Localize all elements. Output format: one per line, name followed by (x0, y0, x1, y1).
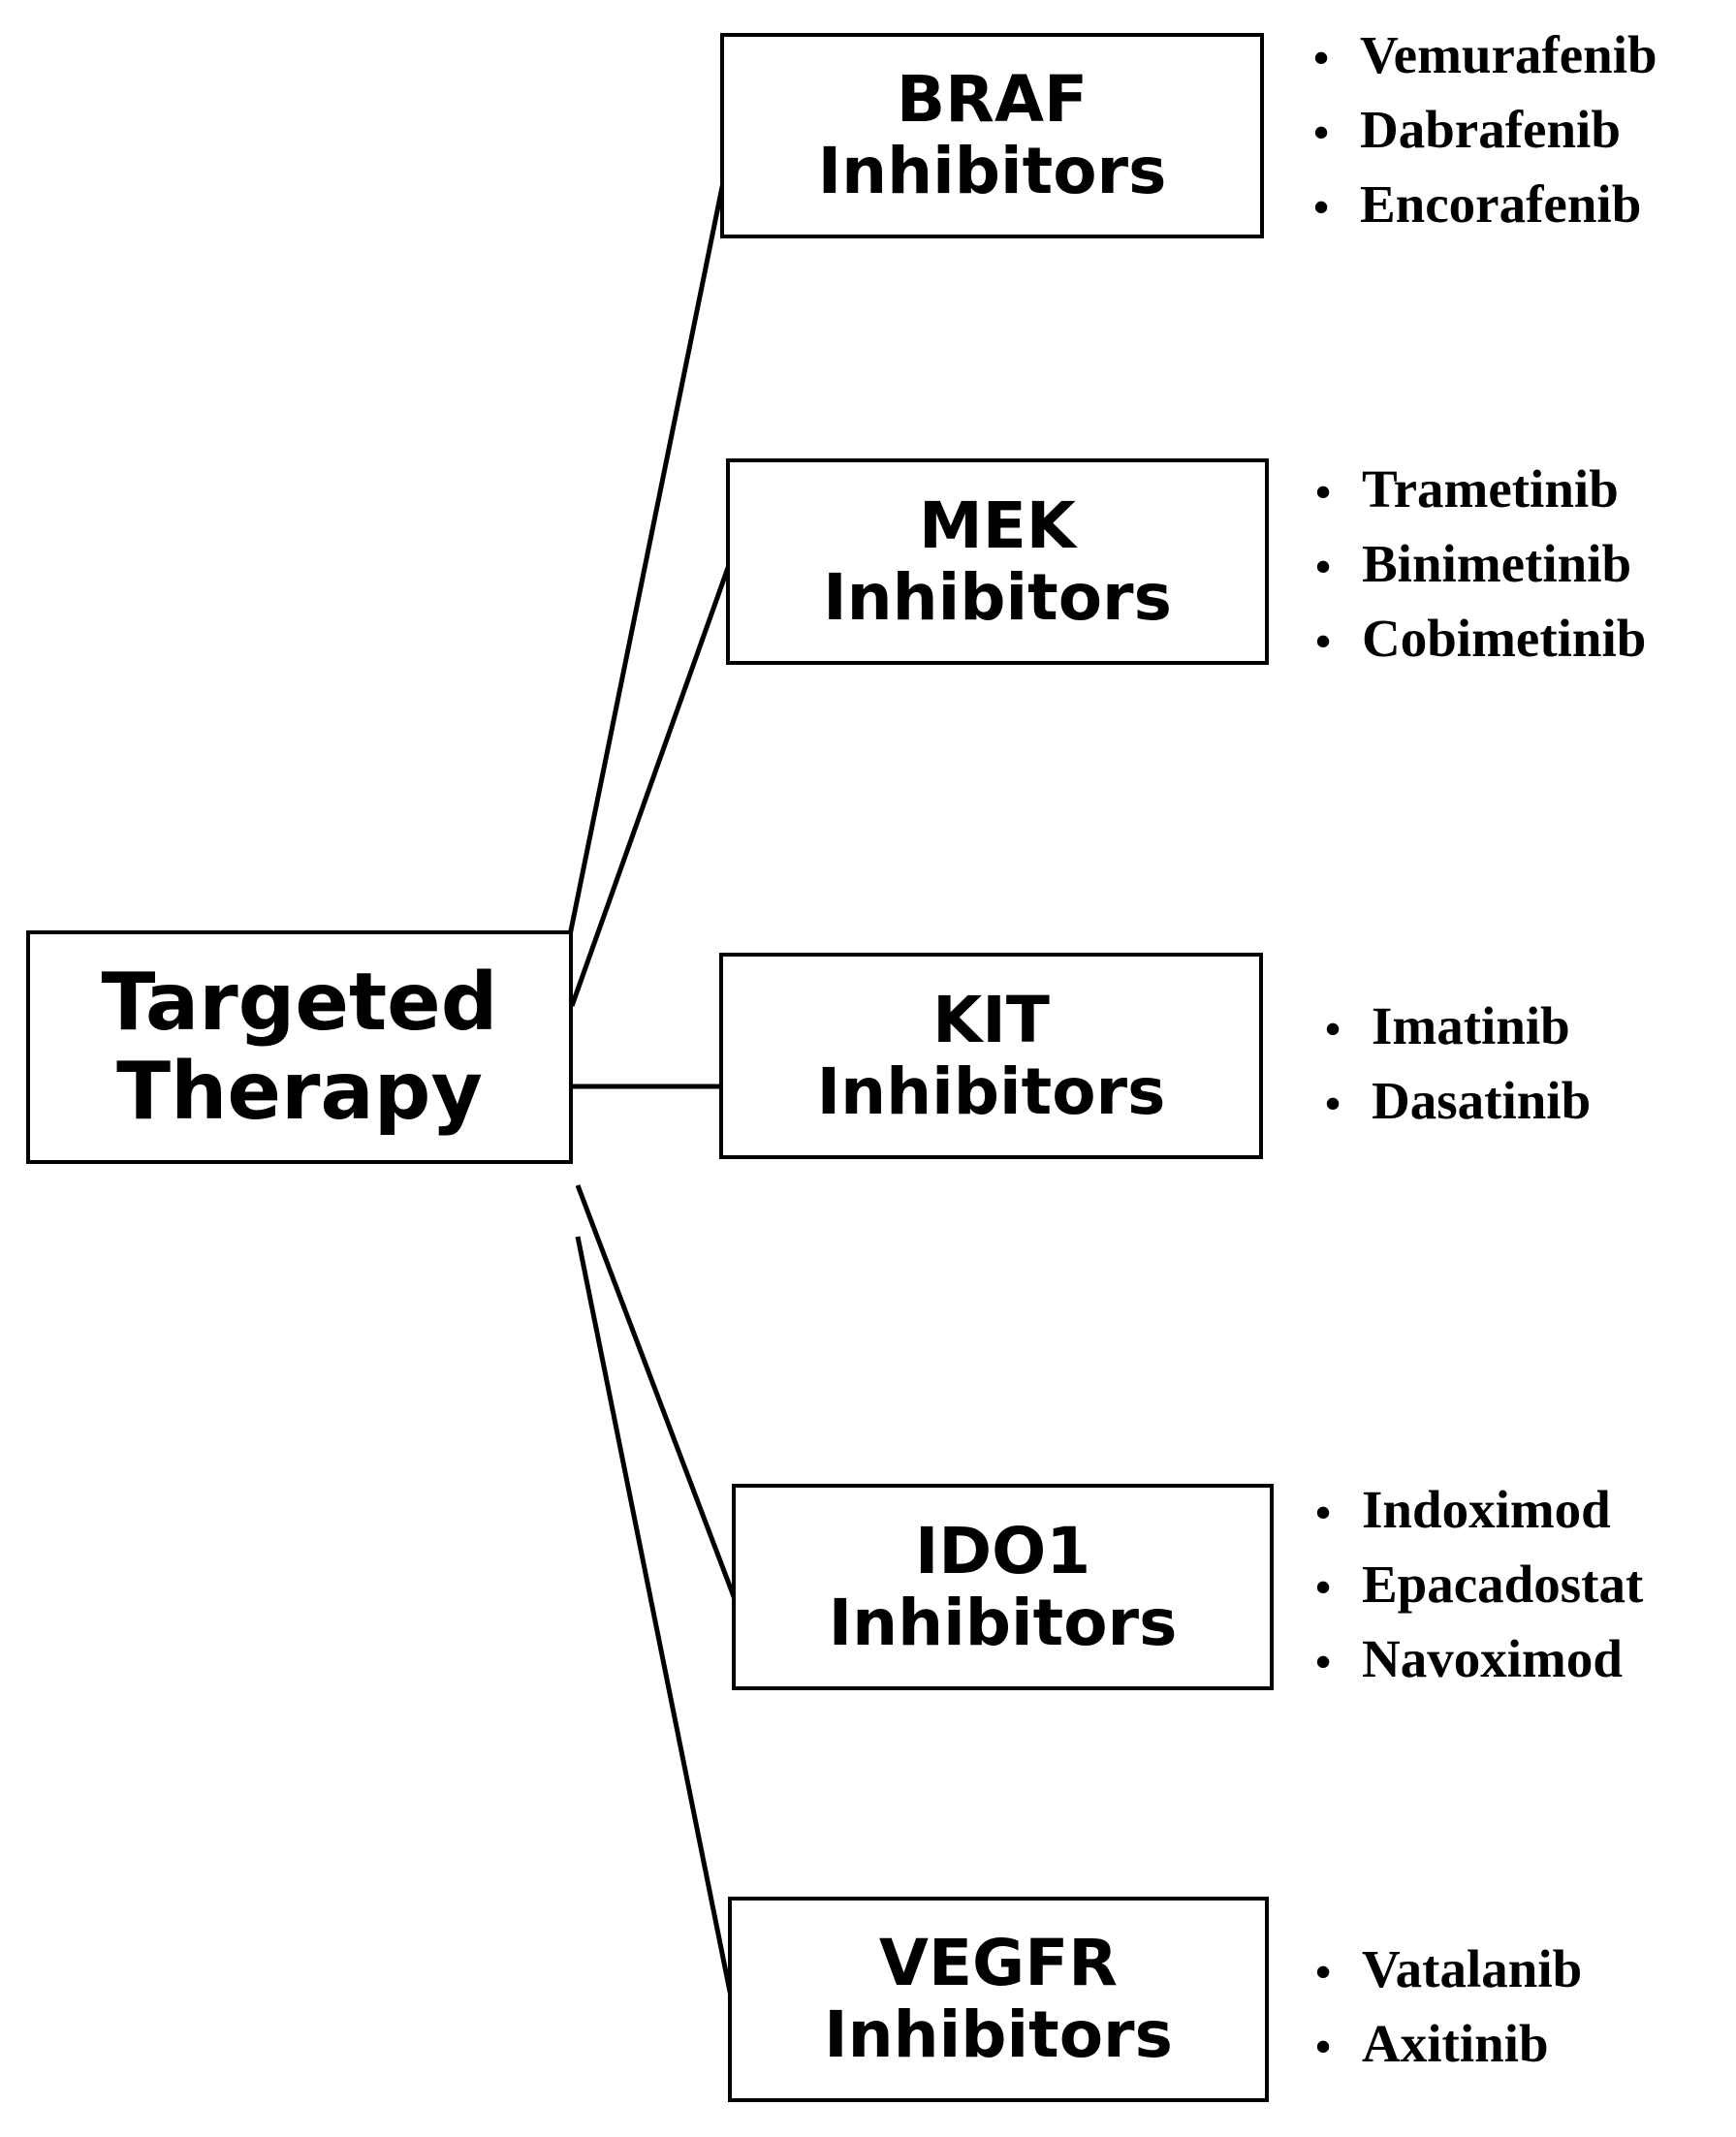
category-node-kit: KIT Inhibitors (719, 953, 1263, 1159)
drug-name: Navoximod (1362, 1629, 1623, 1688)
category-title: MEK (919, 487, 1076, 563)
list-item: • Epacadostat (1315, 1547, 1643, 1621)
category-title: BRAF (896, 62, 1089, 138)
bullet-icon: • (1315, 1637, 1332, 1686)
category-title: IDO1 (914, 1513, 1091, 1588)
root-node-targeted-therapy: Targeted Therapy (26, 930, 573, 1164)
list-item: • Trametinib (1315, 452, 1646, 526)
drug-name: Epacadostat (1362, 1555, 1644, 1614)
category-subtitle: Inhibitors (828, 1585, 1178, 1660)
list-item: • Navoximod (1315, 1621, 1643, 1696)
drug-name: Dasatinib (1372, 1071, 1592, 1130)
bullet-icon: • (1315, 2022, 1332, 2071)
drug-name: Imatinib (1372, 996, 1570, 1055)
category-subtitle: Inhibitors (817, 134, 1167, 208)
category-node-braf: BRAF Inhibitors (720, 33, 1264, 238)
drug-name: Trametinib (1362, 459, 1619, 519)
bullet-icon: • (1325, 1004, 1341, 1053)
connector-mek (569, 564, 732, 1007)
category-node-vegfr: VEGFR Inhibitors (728, 1897, 1269, 2102)
list-item: • Dabrafenib (1313, 92, 1657, 167)
drug-name: Dabrafenib (1360, 100, 1621, 159)
category-subtitle: Inhibitors (823, 559, 1172, 635)
drug-list-mek: • Trametinib • Binimetinib • Cobimetinib (1315, 452, 1646, 676)
list-item: • Vemurafenib (1313, 17, 1657, 92)
drug-name: Vemurafenib (1360, 25, 1657, 84)
category-node-ido1: IDO1 Inhibitors (732, 1484, 1274, 1690)
bullet-icon: • (1313, 108, 1330, 157)
bullet-icon: • (1315, 1947, 1332, 1996)
drug-list-ido1: • Indoximod • Epacadostat • Navoximod (1315, 1472, 1643, 1696)
drug-name: Indoximod (1362, 1480, 1611, 1539)
drug-list-kit: • Imatinib • Dasatinib (1325, 989, 1591, 1138)
category-node-mek: MEK Inhibitors (726, 458, 1269, 665)
bullet-icon: • (1315, 616, 1332, 666)
drug-list-braf: • Vemurafenib • Dabrafenib • Encorafenib (1313, 17, 1657, 241)
bullet-icon: • (1315, 1562, 1332, 1612)
connector-braf (567, 181, 726, 936)
category-subtitle: Inhibitors (824, 1997, 1173, 2072)
list-item: • Axitinib (1315, 2006, 1582, 2081)
list-item: • Encorafenib (1313, 167, 1657, 241)
connector-ido1 (575, 1184, 738, 1600)
drug-name: Axitinib (1362, 2014, 1549, 2073)
bullet-icon: • (1313, 33, 1330, 82)
drug-name: Encorafenib (1360, 174, 1642, 234)
list-item: • Indoximod (1315, 1472, 1643, 1547)
category-title: VEGFR (878, 1926, 1119, 2001)
drug-name: Vatalanib (1362, 1939, 1583, 1998)
list-item: • Cobimetinib (1315, 601, 1646, 676)
connector-vegfr (575, 1236, 734, 1997)
drug-name: Cobimetinib (1362, 609, 1647, 668)
list-item: • Imatinib (1325, 989, 1591, 1063)
root-line2: Therapy (116, 1045, 483, 1138)
list-item: • Vatalanib (1315, 1932, 1582, 2006)
bullet-icon: • (1315, 542, 1332, 591)
drug-list-vegfr: • Vatalanib • Axitinib (1315, 1932, 1582, 2081)
category-subtitle: Inhibitors (816, 1053, 1166, 1129)
list-item: • Binimetinib (1315, 526, 1646, 601)
drug-name: Binimetinib (1362, 534, 1632, 593)
bullet-icon: • (1325, 1079, 1341, 1128)
bullet-icon: • (1315, 1488, 1332, 1537)
list-item: • Dasatinib (1325, 1063, 1591, 1138)
category-title: KIT (932, 982, 1050, 1057)
bullet-icon: • (1315, 467, 1332, 517)
root-line1: Targeted (101, 956, 498, 1049)
bullet-icon: • (1313, 182, 1330, 232)
